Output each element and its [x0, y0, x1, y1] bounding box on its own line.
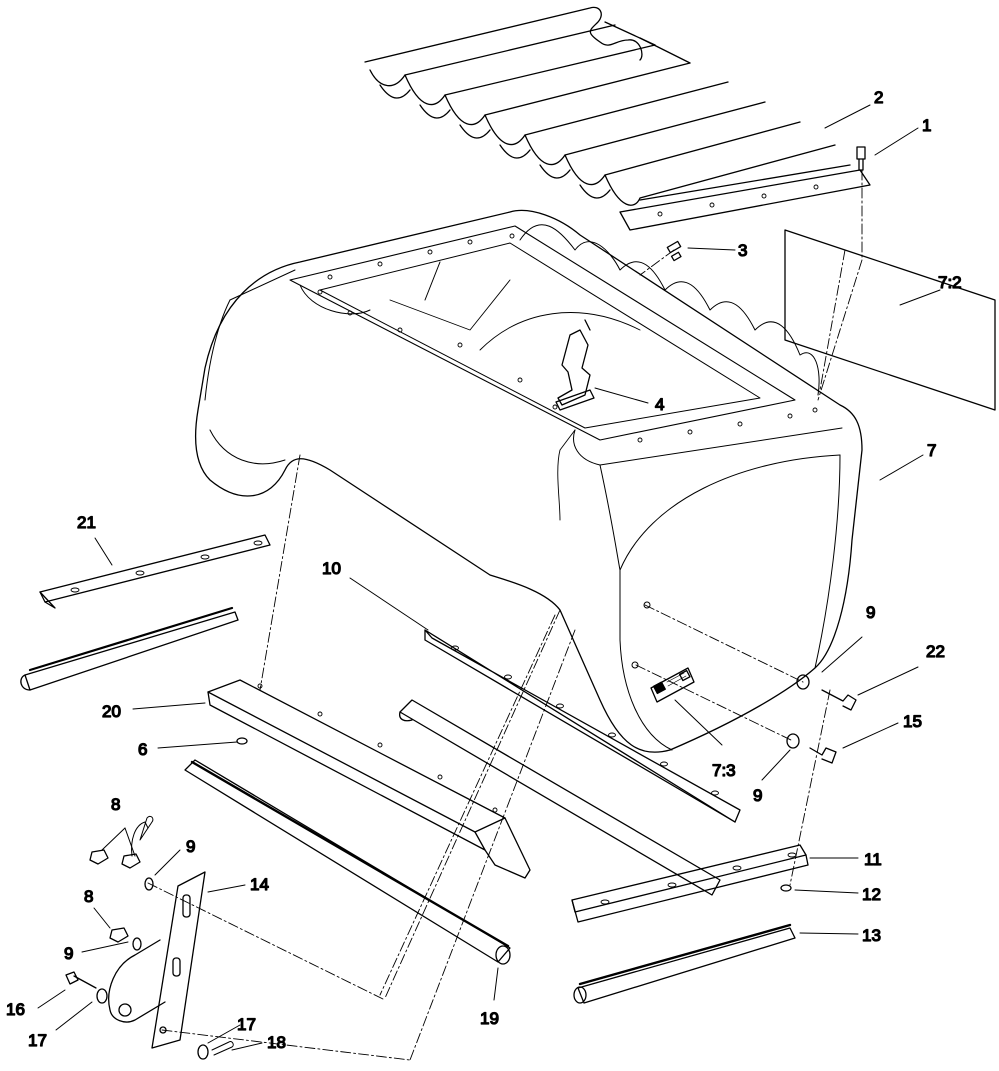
- corrugated-guard-part-2: [364, 6, 871, 231]
- callout-1: 1: [922, 116, 931, 135]
- washer-part-12: [780, 884, 792, 892]
- angle-bracket-part-21: [39, 534, 271, 609]
- bolt-part-22: [821, 689, 857, 711]
- callout-8-top: 8: [111, 795, 120, 814]
- callout-leaders: [37, 104, 941, 1051]
- callout-13: 13: [862, 926, 881, 945]
- seal-strip-part-13: [573, 923, 796, 1004]
- nut-part-8: [89, 849, 109, 865]
- callout-7-2: 7:2: [938, 273, 962, 292]
- seal-strip-middle: [399, 699, 721, 896]
- callout-17-right: 17: [237, 1015, 256, 1034]
- callout-19: 19: [480, 1009, 499, 1028]
- callout-9-lower-left: 9: [64, 944, 73, 963]
- callout-9-upper-left: 9: [186, 837, 195, 856]
- callout-3: 3: [738, 241, 747, 260]
- angle-bracket-part-11: [571, 844, 809, 923]
- callout-17-left: 17: [28, 1031, 47, 1050]
- bolt-part-1: [856, 146, 866, 171]
- hardware-group: [65, 674, 857, 1060]
- callout-9-right-upper: 9: [866, 603, 875, 622]
- washer-part-9-right-lower: [786, 733, 800, 749]
- seal-strip-upper-left: [20, 606, 239, 691]
- nut-part-8-lower: [109, 927, 129, 943]
- bolt-part-15: [809, 747, 837, 764]
- chained-nut-part-8: [121, 853, 141, 869]
- callout-7: 7: [927, 441, 936, 460]
- rod-part-19: [184, 759, 511, 965]
- washer-part-17: [96, 988, 108, 1004]
- callout-18: 18: [267, 1033, 286, 1052]
- assembly-center-lines: [147, 169, 863, 1061]
- washer-part-9: [144, 877, 154, 891]
- callout-12: 12: [862, 885, 881, 904]
- decal-part-7-3: [650, 667, 695, 703]
- callout-22: 22: [926, 642, 945, 661]
- pin-part-18: [211, 1041, 234, 1056]
- callout-9-right-lower: 9: [753, 786, 762, 805]
- bolt-part-16: [65, 971, 97, 989]
- callout-8-lower: 8: [84, 887, 93, 906]
- washer-part-17-lower: [197, 1044, 209, 1060]
- pin-part-3: [666, 240, 682, 262]
- plate-part-14: [108, 871, 206, 1049]
- callout-16: 16: [6, 1000, 25, 1019]
- callout-20: 20: [102, 702, 121, 721]
- callout-21: 21: [77, 513, 96, 532]
- angle-bracket-part-20: [207, 679, 531, 879]
- callout-6: 6: [138, 740, 147, 759]
- angle-bracket-part-10: [424, 629, 741, 823]
- washer-part-9-right-upper: [796, 674, 810, 690]
- decal-part-7-2: [784, 229, 996, 411]
- callout-14: 14: [250, 875, 269, 894]
- washer-part-9-lower: [132, 937, 142, 951]
- callout-11: 11: [864, 850, 882, 869]
- callout-10: 10: [322, 559, 341, 578]
- callout-7-3: 7:3: [712, 761, 736, 780]
- callout-4: 4: [655, 395, 664, 414]
- callout-labels: 1 2 3 4 7:2 7 21 10 9 22 20 15 6 7:3 9 8…: [5, 87, 962, 1052]
- callout-15: 15: [903, 712, 922, 731]
- main-housing-part-7: [194, 209, 863, 753]
- callout-2: 2: [874, 88, 883, 107]
- latch-part-4: [555, 319, 595, 411]
- washer-part-6: [236, 737, 248, 745]
